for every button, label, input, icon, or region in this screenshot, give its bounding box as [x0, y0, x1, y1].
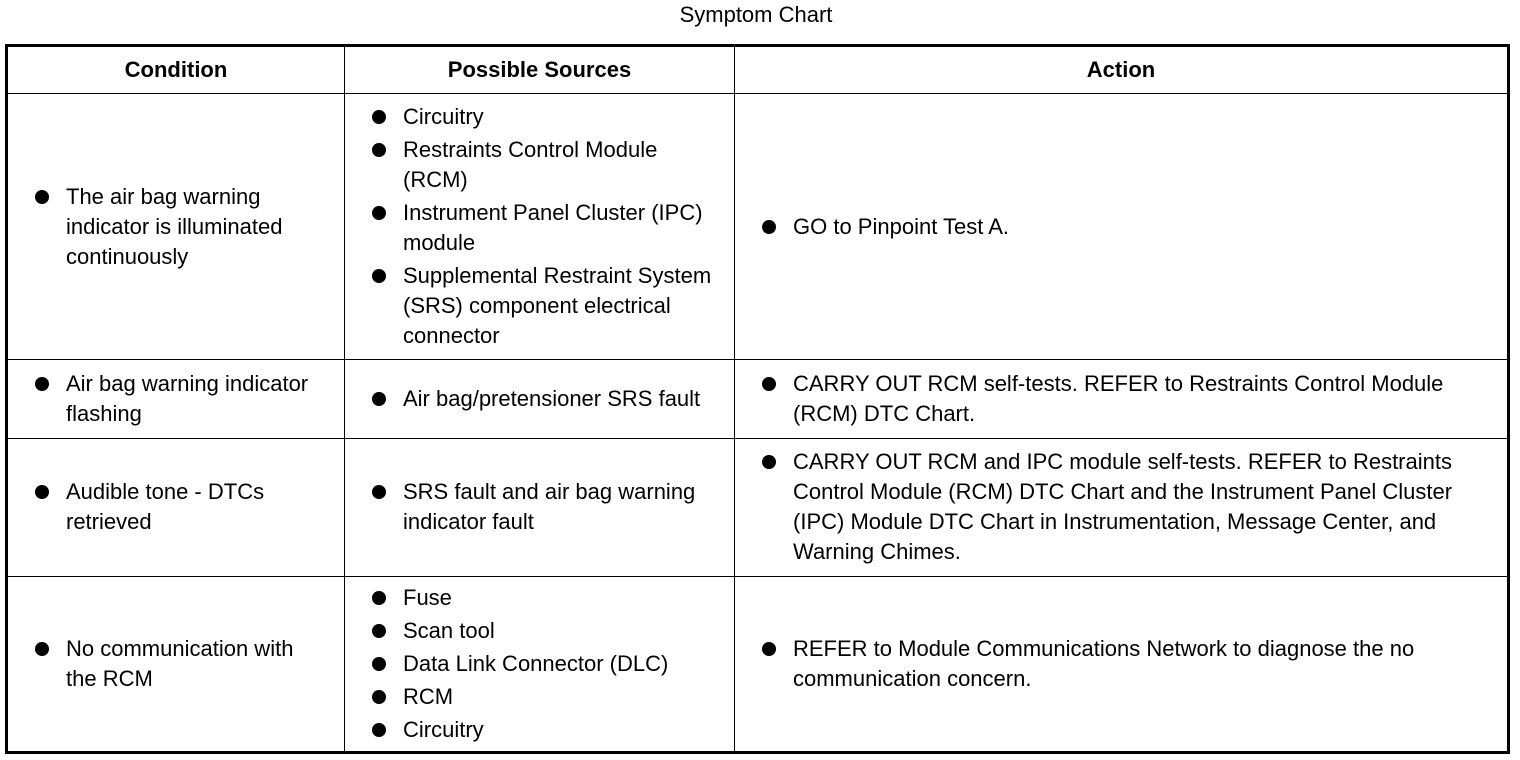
list-item: Fuse	[345, 581, 734, 614]
list-item: REFER to Module Communications Network t…	[735, 634, 1507, 694]
column-header-action: Action	[734, 45, 1509, 94]
sources-list: Fuse Scan tool Data Link Connector (DLC)…	[345, 581, 734, 746]
action-list: CARRY OUT RCM self-tests. REFER to Restr…	[735, 369, 1507, 429]
list-item: Air bag warning indicator flashing	[8, 369, 344, 429]
list-item: The air bag warning indicator is illumin…	[8, 182, 344, 272]
list-item: Data Link Connector (DLC)	[345, 647, 734, 680]
list-item: CARRY OUT RCM and IPC module self-tests.…	[735, 447, 1507, 567]
list-item: Audible tone - DTCs retrieved	[8, 477, 344, 537]
list-item: Circuitry	[345, 713, 734, 746]
sources-list: Air bag/pretensioner SRS fault	[345, 384, 734, 414]
list-item: Restraints Control Module (RCM)	[345, 135, 734, 195]
list-item: Scan tool	[345, 614, 734, 647]
sources-list: SRS fault and air bag warning indicator …	[345, 477, 734, 537]
list-item: Air bag/pretensioner SRS fault	[345, 384, 734, 414]
list-item: GO to Pinpoint Test A.	[735, 212, 1507, 242]
list-item: Supplemental Restraint System (SRS) comp…	[345, 261, 734, 351]
condition-cell: Audible tone - DTCs retrieved	[6, 437, 345, 577]
table-row: The air bag warning indicator is illumin…	[6, 92, 1509, 361]
condition-list: Air bag warning indicator flashing	[8, 369, 344, 429]
sources-cell: Air bag/pretensioner SRS fault	[344, 359, 735, 439]
action-cell: CARRY OUT RCM and IPC module self-tests.…	[734, 437, 1509, 577]
column-header-condition: Condition	[6, 45, 345, 94]
condition-cell: No communication with the RCM	[6, 575, 345, 754]
list-item: No communication with the RCM	[8, 634, 344, 694]
condition-list: No communication with the RCM	[8, 634, 344, 694]
condition-list: Audible tone - DTCs retrieved	[8, 477, 344, 537]
action-cell: GO to Pinpoint Test A.	[734, 92, 1509, 361]
header-row: Condition Possible Sources Action	[6, 45, 1509, 94]
column-header-possible-sources: Possible Sources	[344, 45, 735, 94]
sources-cell: Circuitry Restraints Control Module (RCM…	[344, 92, 735, 361]
table-row: Air bag warning indicator flashing Air b…	[6, 359, 1509, 439]
list-item: Instrument Panel Cluster (IPC) module	[345, 198, 734, 258]
action-list: REFER to Module Communications Network t…	[735, 634, 1507, 694]
sources-cell: SRS fault and air bag warning indicator …	[344, 437, 735, 577]
table-row: Audible tone - DTCs retrieved SRS fault …	[6, 437, 1509, 577]
condition-cell: The air bag warning indicator is illumin…	[6, 92, 345, 361]
list-item: SRS fault and air bag warning indicator …	[345, 477, 734, 537]
action-list: GO to Pinpoint Test A.	[735, 212, 1507, 242]
condition-list: The air bag warning indicator is illumin…	[8, 182, 344, 272]
action-cell: REFER to Module Communications Network t…	[734, 575, 1509, 754]
symptom-table: Condition Possible Sources Action The ai…	[5, 44, 1510, 754]
action-list: CARRY OUT RCM and IPC module self-tests.…	[735, 447, 1507, 567]
list-item: Circuitry	[345, 102, 734, 132]
action-cell: CARRY OUT RCM self-tests. REFER to Restr…	[734, 359, 1509, 439]
page-title: Symptom Chart	[679, 2, 833, 27]
condition-cell: Air bag warning indicator flashing	[6, 359, 345, 439]
list-item: CARRY OUT RCM self-tests. REFER to Restr…	[735, 369, 1507, 429]
sources-cell: Fuse Scan tool Data Link Connector (DLC)…	[344, 575, 735, 754]
sources-list: Circuitry Restraints Control Module (RCM…	[345, 102, 734, 351]
table-row: No communication with the RCM Fuse Scan …	[6, 575, 1509, 754]
list-item: RCM	[345, 680, 734, 713]
